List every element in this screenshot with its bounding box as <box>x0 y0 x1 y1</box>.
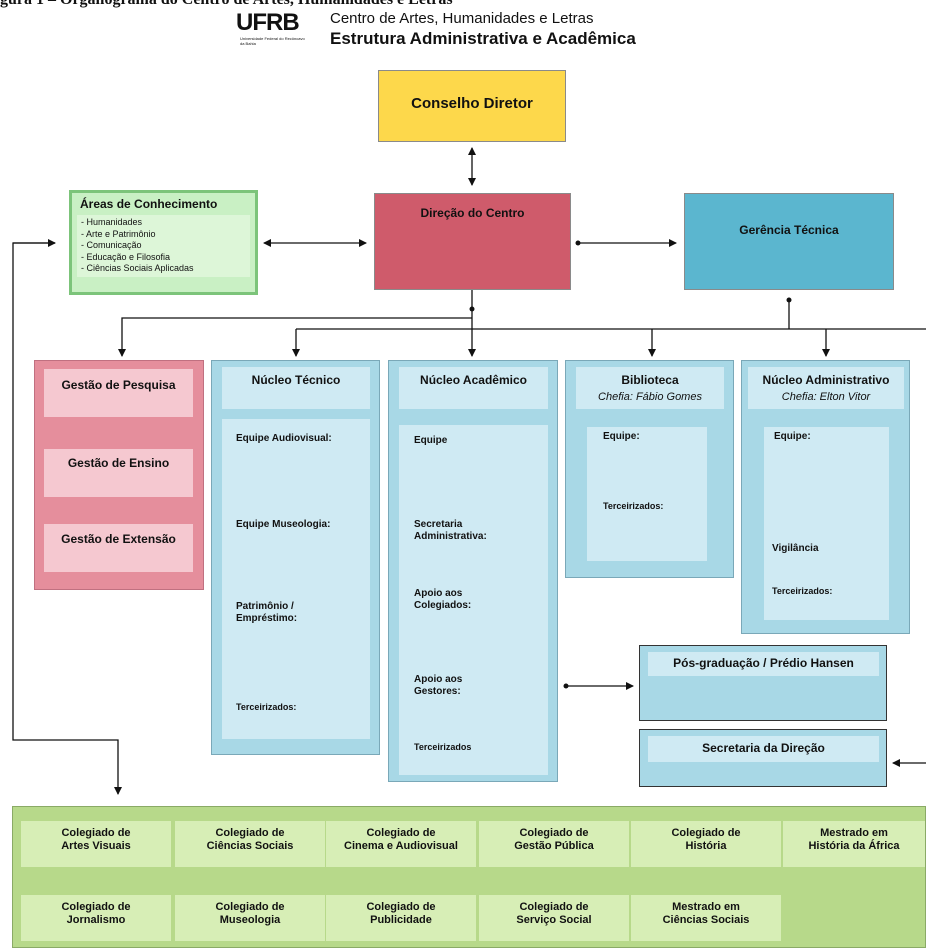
ufrb-logo-text: UFRB <box>236 9 300 36</box>
nucleo-administrativo-header: Núcleo Administrativo Chefia: Elton Vito… <box>748 367 904 409</box>
nucleo-academico-item: Equipe <box>414 435 448 446</box>
ufrb-logo-subtitle: Universidade Federal do Recôncavo da Bah… <box>240 36 305 46</box>
gestao-ensino: Gestão de Ensino <box>44 449 193 497</box>
colegiado-artes-visuais: Colegiado de Artes Visuais <box>21 821 171 867</box>
conselho-diretor-title: Conselho Diretor <box>411 95 533 112</box>
gestao-extensao: Gestão de Extensão <box>44 524 193 572</box>
colegiado-jornalismo: Colegiado de Jornalismo <box>21 895 171 941</box>
areas-item: - Ciências Sociais Aplicadas <box>81 263 194 273</box>
nucleo-tecnico-title: Núcleo Técnico <box>251 373 341 387</box>
colegiado-gestao-publica: Colegiado de Gestão Pública <box>479 821 629 867</box>
nucleo-administrativo-item: Vigilância <box>772 543 819 554</box>
biblioteca-box: Biblioteca Chefia: Fábio Gomes Equipe: T… <box>565 360 734 578</box>
colegiado-servico-social: Colegiado de Serviço Social <box>479 895 629 941</box>
biblioteca-chefia: Chefia: Fábio Gomes <box>598 391 702 403</box>
gestao-ensino-label: Gestão de Ensino <box>67 456 170 470</box>
biblioteca-item: Terceirizados: <box>603 501 664 511</box>
pos-graduacao-box: Pós-graduação / Prédio Hansen <box>639 645 887 721</box>
nucleo-administrativo-body: Equipe: Vigilância Terceirizados: <box>764 427 889 620</box>
nucleo-academico-header: Núcleo Acadêmico <box>399 367 548 409</box>
areas-item: - Humanidades <box>81 217 143 227</box>
direcao-centro-box: Direção do Centro <box>374 193 571 290</box>
gerencia-tecnica-box: Gerência Técnica <box>684 193 894 290</box>
nucleo-academico-item: Terceirizados <box>414 742 472 752</box>
areas-list: - Humanidades - Arte e Patrimônio - Comu… <box>77 215 250 277</box>
biblioteca-body: Equipe: Terceirizados: <box>587 427 707 561</box>
gestao-extensao-label: Gestão de Extensão <box>61 532 176 546</box>
areas-conhecimento-box: Áreas de Conhecimento - Humanidades - Ar… <box>69 190 258 295</box>
nucleo-tecnico-body: Equipe Audiovisual: Equipe Museologia: P… <box>222 419 370 739</box>
nucleo-academico-box: Núcleo Acadêmico Equipe Secretaria Admin… <box>388 360 558 782</box>
direcao-centro-title: Direção do Centro <box>420 206 525 220</box>
biblioteca-header: Biblioteca Chefia: Fábio Gomes <box>576 367 724 409</box>
gestao-panel: Gestão de Pesquisa Gestão de Ensino Gest… <box>34 360 204 590</box>
nucleo-tecnico-item: Equipe Audiovisual: <box>236 433 332 444</box>
nucleo-academico-body: Equipe Secretaria Administrativa: Apoio … <box>399 425 548 775</box>
conselho-diretor-box: Conselho Diretor <box>378 70 566 142</box>
nucleo-academico-item: Apoio aos Gestores: <box>414 674 463 697</box>
nucleo-academico-title: Núcleo Acadêmico <box>420 373 527 387</box>
nucleo-tecnico-item: Patrimônio / Empréstimo: <box>236 601 298 624</box>
areas-item: - Comunicação <box>81 240 142 250</box>
mestrado-ciencias-sociais: Mestrado em Ciências Sociais <box>631 895 781 941</box>
nucleo-administrativo-item: Equipe: <box>774 431 811 442</box>
colegiado-publicidade: Colegiado de Publicidade <box>326 895 476 941</box>
colegiado-cinema-audiovisual: Colegiado de Cinema e Audiovisual <box>326 821 476 867</box>
biblioteca-item: Equipe: <box>603 431 640 442</box>
gerencia-tecnica-title: Gerência Técnica <box>739 223 839 237</box>
nucleo-academico-item: Secretaria Administrativa: <box>414 519 487 542</box>
nucleo-tecnico-item: Terceirizados: <box>236 702 297 712</box>
gestao-pesquisa-label: Gestão de Pesquisa <box>61 378 176 392</box>
mestrado-historia-africa: Mestrado em História da África <box>783 821 925 867</box>
nucleo-academico-item: Apoio aos Colegiados: <box>414 588 472 611</box>
secretaria-direcao-inner: Secretaria da Direção <box>648 736 879 762</box>
nucleo-tecnico-box: Núcleo Técnico Equipe Audiovisual: Equip… <box>211 360 380 755</box>
areas-title: Áreas de Conhecimento <box>80 197 218 211</box>
pos-graduacao-inner: Pós-graduação / Prédio Hansen <box>648 652 879 676</box>
biblioteca-title: Biblioteca <box>621 373 679 387</box>
nucleo-tecnico-item: Equipe Museologia: <box>236 519 331 530</box>
gestao-pesquisa: Gestão de Pesquisa <box>44 369 193 417</box>
nucleo-tecnico-header: Núcleo Técnico <box>222 367 370 409</box>
areas-item: - Educação e Filosofia <box>81 251 171 262</box>
header-line2: Estrutura Administrativa e Acadêmica <box>330 29 636 48</box>
nucleo-administrativo-item: Terceirizados: <box>772 586 833 596</box>
colegiados-panel: Colegiado de Artes Visuais Colegiado de … <box>12 806 926 948</box>
figure-caption: gura 1 – Organograma do Centro de Artes,… <box>0 0 926 11</box>
colegiado-museologia: Colegiado de Museologia <box>175 895 325 941</box>
secretaria-direcao-title: Secretaria da Direção <box>702 741 825 755</box>
nucleo-administrativo-title: Núcleo Administrativo <box>762 373 890 387</box>
nucleo-administrativo-chefia: Chefia: Elton Vitor <box>781 391 871 403</box>
header-line1: Centro de Artes, Humanidades e Letras <box>330 10 594 27</box>
pos-graduacao-title: Pós-graduação / Prédio Hansen <box>673 656 854 670</box>
colegiado-historia: Colegiado de História <box>631 821 781 867</box>
ufrb-logo: UFRB Universidade Federal do Recôncavo d… <box>236 10 318 52</box>
nucleo-administrativo-box: Núcleo Administrativo Chefia: Elton Vito… <box>741 360 910 634</box>
colegiado-ciencias-sociais: Colegiado de Ciências Sociais <box>175 821 325 867</box>
secretaria-direcao-box: Secretaria da Direção <box>639 729 887 787</box>
areas-item: - Arte e Patrimônio <box>81 228 156 239</box>
